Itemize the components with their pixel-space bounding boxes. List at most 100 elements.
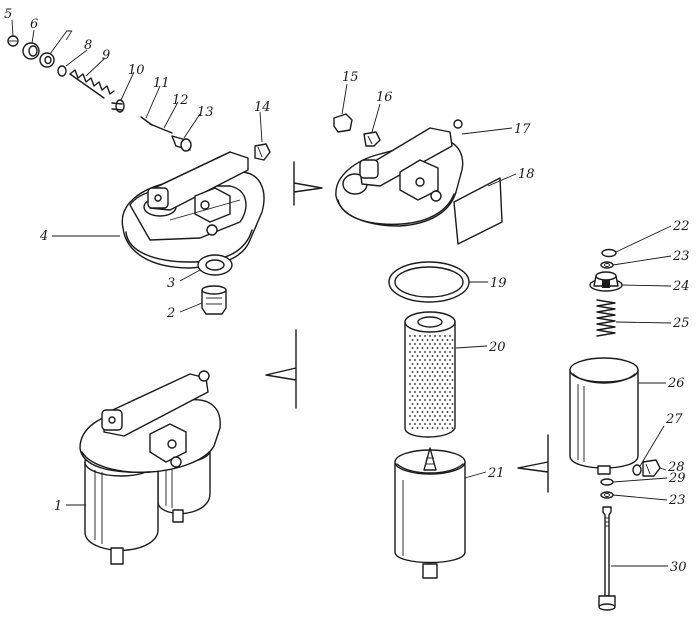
- callout-25: 25: [672, 316, 690, 331]
- perforation-dot: [434, 383, 436, 385]
- perforation-dot: [424, 359, 426, 361]
- perforation-dot: [434, 343, 436, 345]
- perforation-dot: [446, 363, 449, 365]
- perforation-dot: [414, 367, 416, 369]
- perforation-dot: [434, 399, 436, 401]
- perforation-dot: [434, 407, 436, 409]
- part-28-drain-plug: [642, 459, 661, 477]
- part-10-valve: [111, 99, 125, 113]
- perforation-dot: [439, 335, 441, 337]
- perforation-dot: [426, 395, 429, 397]
- part-3-gasket: [197, 254, 233, 276]
- perforation-dot: [436, 395, 439, 397]
- part-20-filter-element: [404, 311, 456, 438]
- callout-18: 18: [518, 167, 535, 182]
- perforation-dot: [414, 383, 416, 385]
- perforation-dot: [426, 427, 429, 429]
- perforation-dot: [429, 375, 431, 377]
- perforation-dot: [416, 371, 419, 373]
- perforation-dot: [409, 423, 411, 425]
- perforation-dot: [449, 423, 451, 425]
- perforation-dot: [449, 367, 451, 369]
- perforation-dot: [421, 371, 424, 373]
- perforation-dot: [444, 367, 446, 369]
- perforation-dot: [439, 423, 441, 425]
- perforation-dot: [449, 383, 451, 385]
- perforation-dot: [419, 375, 421, 377]
- perforation-dot: [446, 347, 449, 349]
- perforation-dot: [411, 371, 414, 373]
- perforation-dot: [416, 403, 419, 405]
- callout-27: 27: [665, 412, 683, 427]
- perforation-dot: [439, 399, 441, 401]
- perforation-dot: [419, 415, 421, 417]
- perforation-dot: [419, 335, 421, 337]
- part-16-plug: [363, 131, 381, 147]
- perforation-dot: [424, 407, 426, 409]
- perforation-dot: [409, 367, 411, 369]
- perforation-dot: [434, 375, 436, 377]
- perforation-dot: [419, 383, 421, 385]
- part-24-valve-cap: [589, 271, 623, 292]
- callout-23-top: 23: [672, 249, 690, 264]
- part-7-washer: [39, 52, 55, 68]
- part-17-housing: [335, 119, 464, 227]
- perforation-dot: [434, 415, 436, 417]
- perforation-dot: [444, 423, 446, 425]
- perforation-dot: [444, 335, 446, 337]
- perforation-dot: [431, 395, 434, 397]
- perforation-dot: [451, 379, 454, 381]
- perforation-dot: [436, 363, 439, 365]
- leader-lines: [11, 19, 672, 567]
- perforation-dot: [411, 419, 414, 421]
- perforation-dot: [419, 367, 421, 369]
- callout-22: 22: [672, 219, 690, 234]
- perforation-dot: [411, 403, 414, 405]
- perforation-dot: [436, 387, 439, 389]
- perforation-dot: [439, 415, 441, 417]
- part-18-label-plate: [453, 177, 503, 245]
- perforation-dot: [411, 411, 414, 413]
- part-12-rod: [149, 123, 173, 134]
- perforation-dot: [416, 427, 419, 429]
- perforation-dot: [449, 391, 451, 393]
- perforation-dot: [449, 359, 451, 361]
- perforation-dot: [449, 335, 451, 337]
- perforation-dot: [431, 379, 434, 381]
- perforation-dot: [444, 391, 446, 393]
- callout-15: 15: [342, 70, 359, 85]
- perforation-dot: [429, 383, 431, 385]
- perforation-dot: [419, 391, 421, 393]
- perforation-dot: [426, 379, 429, 381]
- perforation-dot: [446, 411, 449, 413]
- perforation-dot: [426, 411, 429, 413]
- perforation-dot: [421, 403, 424, 405]
- perforation-dot: [446, 379, 449, 381]
- perforation-dot: [426, 419, 429, 421]
- part-27-washer: [632, 464, 642, 476]
- perforation-dot: [441, 355, 444, 357]
- perforation-dot: [411, 387, 414, 389]
- perforation-dot: [439, 391, 441, 393]
- perforation-dot: [416, 419, 419, 421]
- part-19-seal-ring: [388, 261, 470, 303]
- perforation-dot: [416, 411, 419, 413]
- perforation-dot: [421, 387, 424, 389]
- perforation-dot: [421, 379, 424, 381]
- perforation-dot: [449, 399, 451, 401]
- part-26-filter-bowl: [569, 357, 639, 475]
- perforation-dot: [429, 391, 431, 393]
- perforation-dot: [451, 427, 454, 429]
- perforation-dot: [426, 347, 429, 349]
- perforation-dot: [416, 363, 419, 365]
- perforation-dot: [436, 419, 439, 421]
- part-9-spring: [69, 69, 115, 99]
- callout-16: 16: [376, 90, 393, 105]
- part-21-filter-bowl: [394, 447, 466, 579]
- perforation-dot: [441, 427, 444, 429]
- perforation-dot: [444, 375, 446, 377]
- part-13-sleeve: [171, 135, 192, 152]
- perforation-dot: [424, 399, 426, 401]
- perforation-dot: [441, 395, 444, 397]
- perforation-dot: [424, 391, 426, 393]
